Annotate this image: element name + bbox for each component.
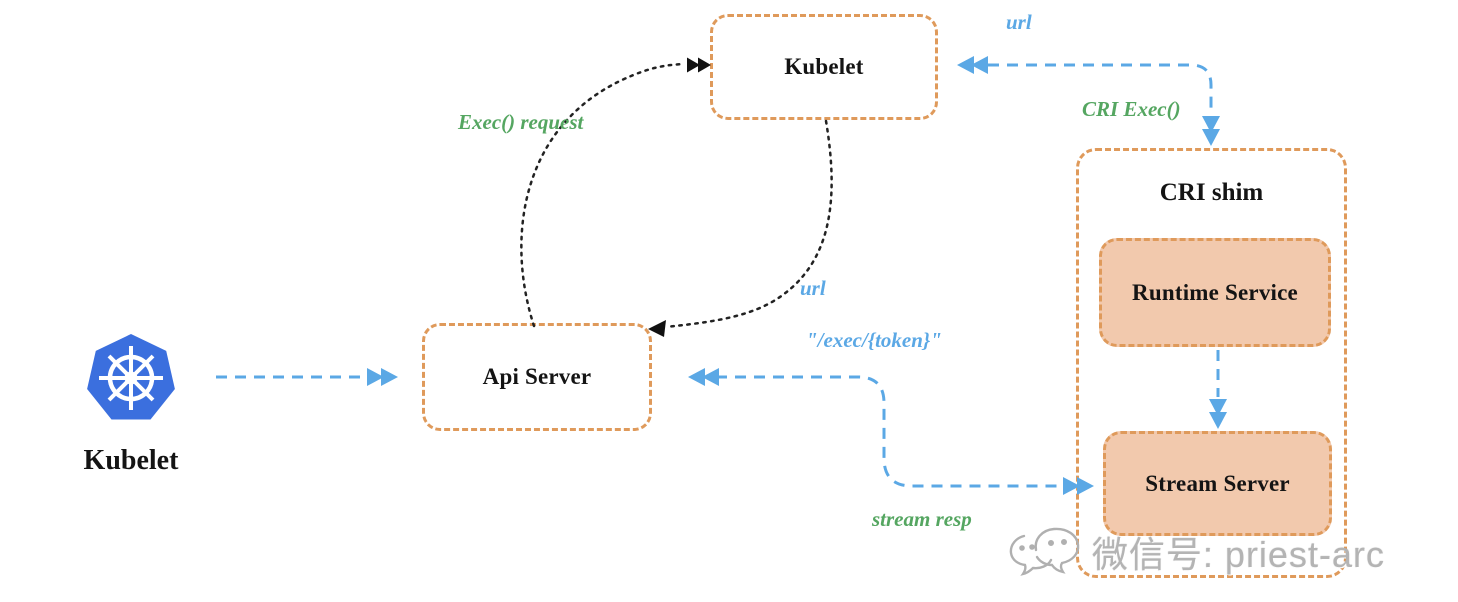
edge-label-url-top: url — [1006, 10, 1032, 34]
node-kubelet: Kubelet — [710, 14, 938, 120]
node-stream-server: Stream Server — [1103, 431, 1332, 536]
wechat-sketch-icon — [1009, 527, 1080, 576]
arrowhead-right-apiserver — [367, 368, 398, 386]
node-runtime-service-label: Runtime Service — [1132, 279, 1298, 305]
node-stream-server-label: Stream Server — [1145, 470, 1290, 496]
node-kubelet-label: Kubelet — [784, 54, 864, 79]
node-runtime-service: Runtime Service — [1099, 238, 1331, 347]
kubelet-node-caption: Kubelet — [83, 445, 179, 476]
edge-label-exec-token: "/exec/{token}" — [806, 328, 942, 352]
edge-label-url-mid: url — [800, 276, 826, 300]
arrowhead-left-apiserver — [688, 368, 719, 386]
watermark-text: 微信号: priest-arc — [1092, 534, 1386, 575]
edge-label-exec-request: Exec() request — [458, 110, 584, 134]
node-api-server-label: Api Server — [482, 364, 592, 389]
edge-label-stream-resp: stream resp — [872, 507, 972, 531]
arrowhead-right-kubelet-black — [687, 57, 711, 73]
arrowhead-left-kubelet — [957, 56, 988, 74]
node-api-server: Api Server — [422, 323, 652, 431]
edge-label-cri-exec: CRI Exec() — [1082, 97, 1181, 121]
arrow-apiserver-streamserver — [716, 375, 1060, 488]
helm-wheel-hub — [124, 371, 138, 385]
curve-exec-request — [520, 62, 685, 328]
node-cri-shim-label: CRI shim — [1159, 179, 1264, 206]
kubernetes-icon — [87, 334, 175, 420]
arrowhead-down-crishim — [1202, 116, 1220, 146]
